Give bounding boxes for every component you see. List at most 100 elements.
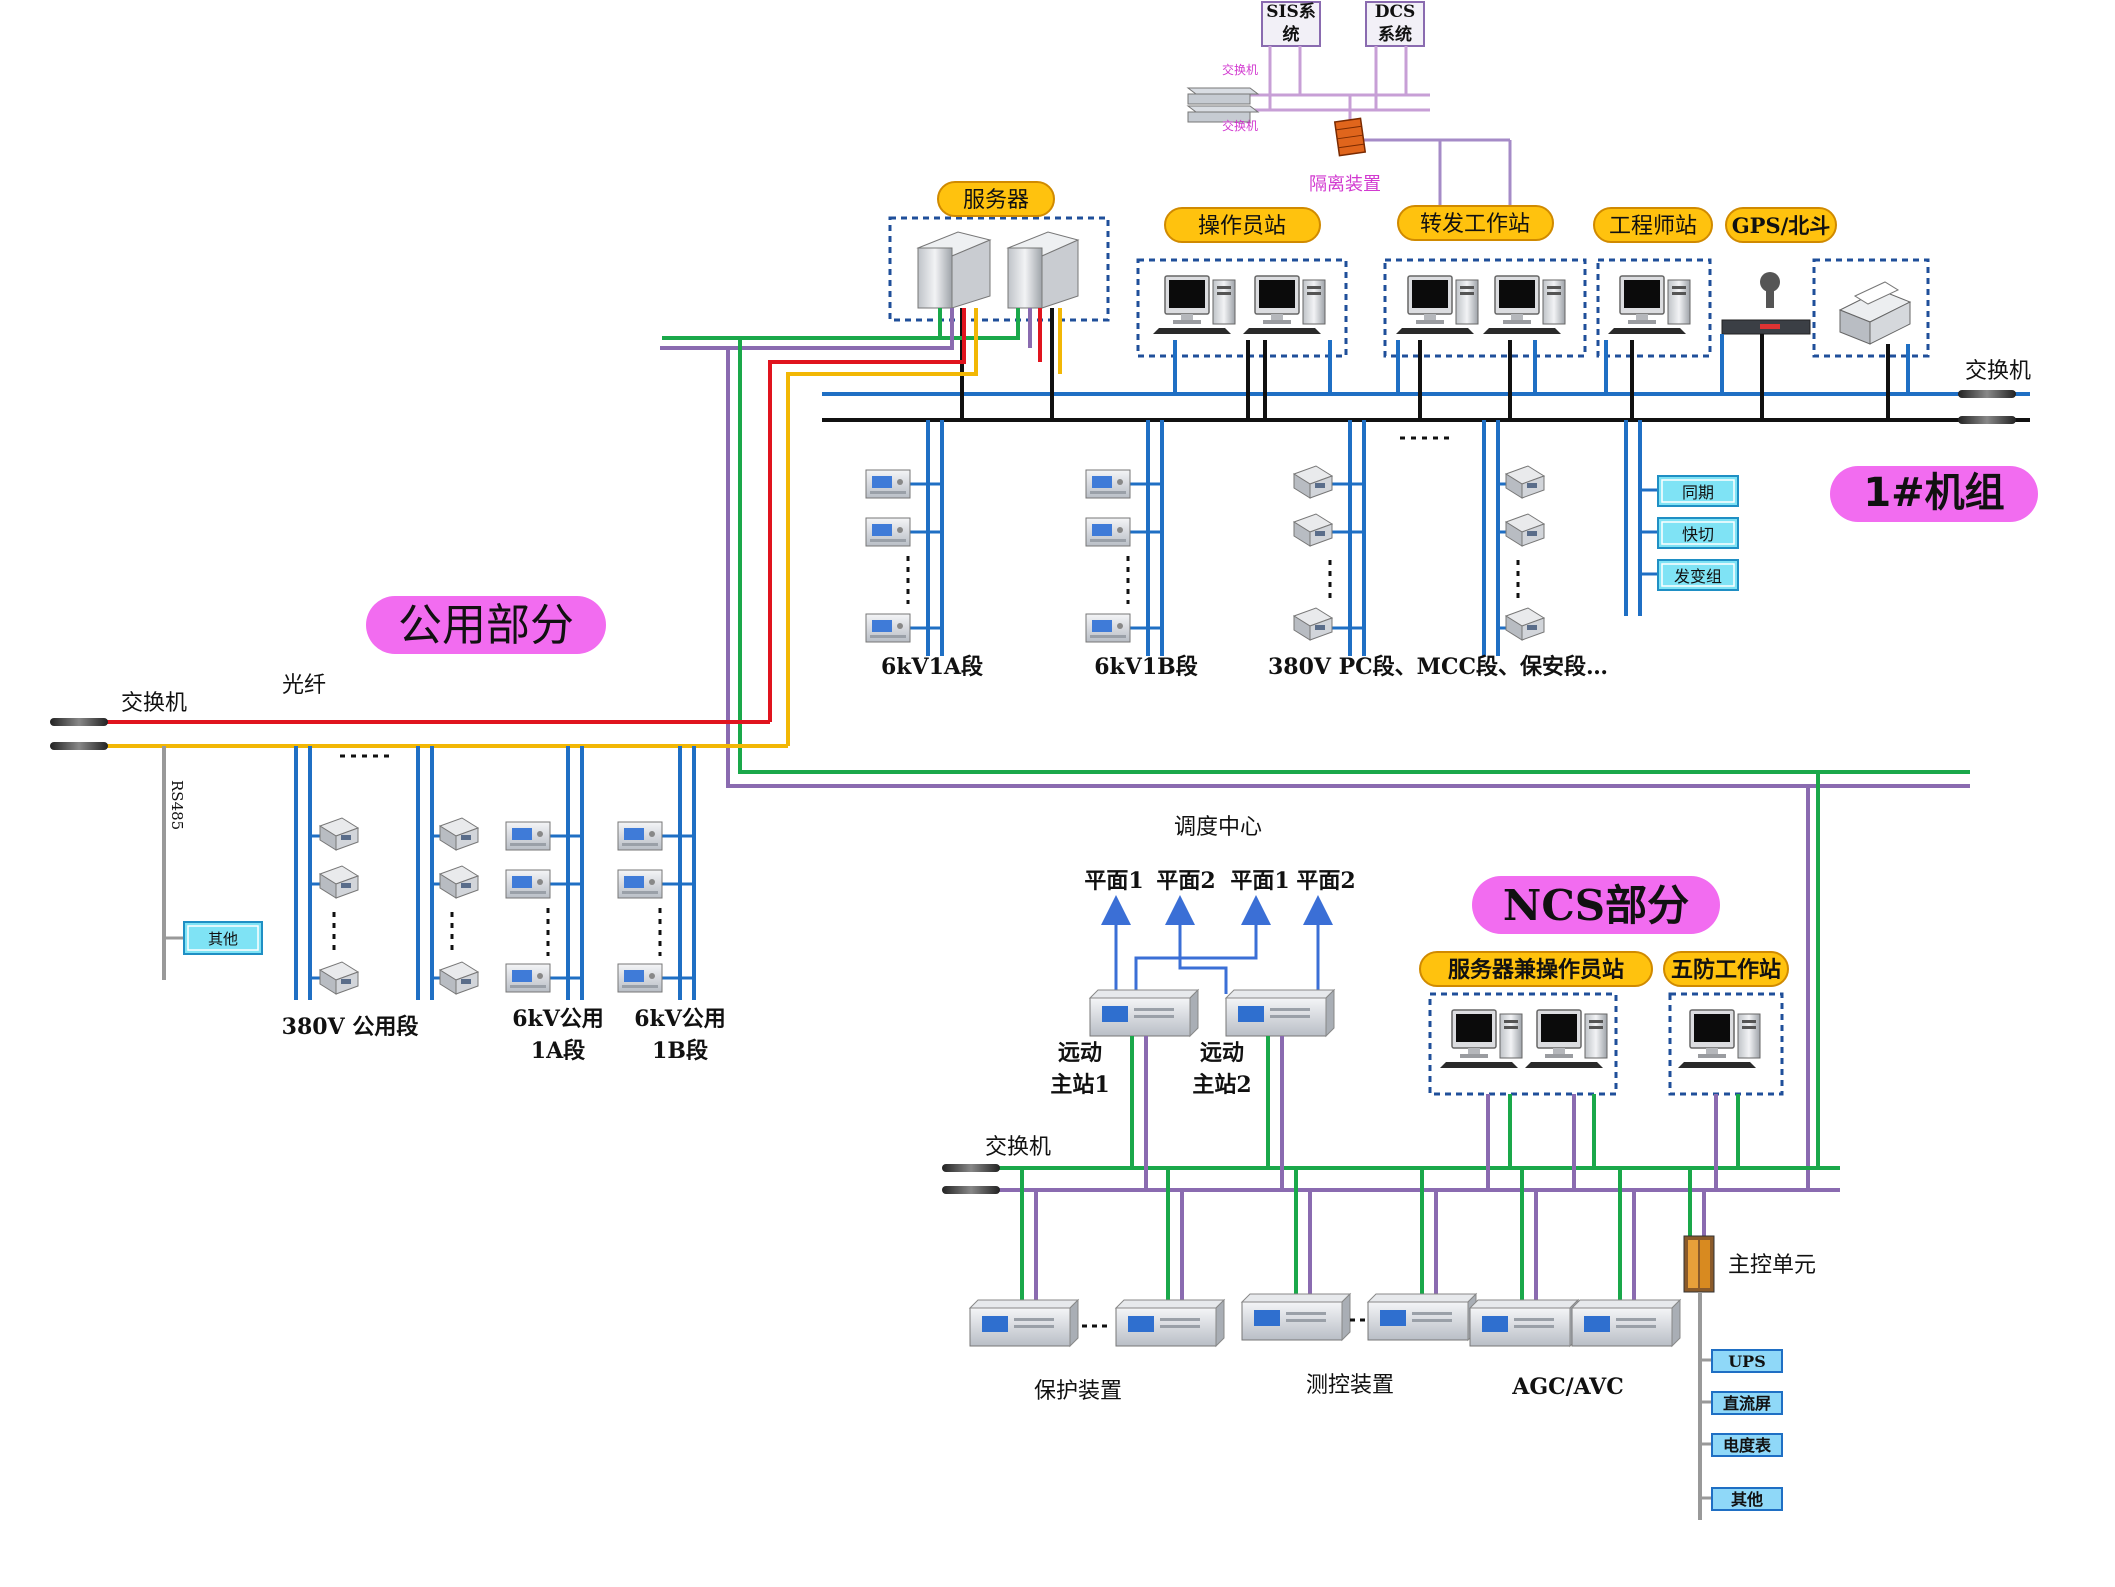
fiber-label: 光纤 [282,673,326,698]
measure-device-2-icon[interactable] [1367,1293,1477,1341]
6kv1a-relay-3-icon[interactable] [865,613,911,643]
common-380v-device-3-icon[interactable] [319,961,359,995]
ncs-server-pc-2-icon[interactable] [1524,1009,1608,1069]
meter-box[interactable] [1711,1433,1783,1457]
server-op-pill [1419,951,1653,987]
dcs-system-box[interactable] [1365,1,1425,47]
operator-pc-1-icon[interactable] [1152,275,1236,335]
common-380v-device-4-icon[interactable] [439,817,479,851]
380v-device-1-icon[interactable] [1293,465,1333,499]
agc-device-2-icon[interactable] [1571,1299,1681,1347]
relay-pc-2-icon[interactable] [1482,275,1566,335]
dc-panel-box[interactable] [1711,1391,1783,1415]
external-switches-icon [1186,87,1260,123]
gps-receiver-icon[interactable] [1721,272,1811,335]
external-switch-bottom-label: 交换机 [1222,118,1258,133]
rs485-label: RS485 [168,780,186,830]
common-switch-rod-1 [50,718,108,726]
rtu1-label-1: 远动 [1058,1040,1102,1066]
6kv1b-relay-3-icon[interactable] [1085,613,1131,643]
common-6kv1a-label-2: 1A段 [531,1038,585,1064]
seg-6kv1a-label: 6kV1A段 [881,654,983,680]
380v-device-3-icon[interactable] [1293,607,1333,641]
ncs-other-label: 其他 [1731,1490,1763,1509]
rtu-master-1-icon[interactable] [1089,989,1199,1037]
gps-label: GPS/北斗 [1732,213,1831,238]
common-6kv1a-relay-2-icon[interactable] [505,869,551,899]
server-label: 服务器 [963,188,1029,213]
firewall-icon [1333,117,1367,157]
unit1-switch-label: 交换机 [1965,359,2031,384]
common-380v-device-6-icon[interactable] [439,961,479,995]
mcc-device-1-icon[interactable] [1505,465,1545,499]
unit1-section: 交换机 服务器 操作员站 转发工作站 工程师站 [660,181,2038,746]
380v-device-2-icon[interactable] [1293,513,1333,547]
common-6kv1b-relay-2-icon[interactable] [617,869,663,899]
fastcut-label: 快切 [1682,525,1714,544]
measure-label: 测控装置 [1306,1373,1394,1398]
dcs-label-2: 系统 [1378,24,1412,45]
meter-label: 电度表 [1723,1436,1772,1455]
operator-pc-2-icon[interactable] [1242,275,1326,335]
printer-icon[interactable] [1838,281,1912,345]
ncs-switch-rod-purple [942,1186,1000,1194]
wufang-pc-icon[interactable] [1677,1009,1761,1069]
relay-pill [1397,205,1554,241]
6kv1b-relay-2-icon[interactable] [1085,517,1131,547]
common-other-box[interactable] [183,921,263,955]
ncs-section-pill [1472,876,1720,934]
engineer-label: 工程师站 [1609,214,1697,239]
protection-device-2-icon[interactable] [1115,1299,1225,1347]
unit1-switch-rod-blue [1958,390,2016,398]
server-op-label: 服务器兼操作员站 [1448,957,1624,983]
6kv1a-relay-1-icon[interactable] [865,469,911,499]
server-1-icon[interactable] [916,231,992,309]
measure-device-1-icon[interactable] [1241,1293,1351,1341]
server-2-icon[interactable] [1006,231,1080,309]
protection-device-1-icon[interactable] [969,1299,1079,1347]
rtu-master-2-icon[interactable] [1225,989,1335,1037]
sis-label-2: 统 [1283,24,1300,45]
sis-system-box[interactable] [1261,1,1321,47]
mcc-device-3-icon[interactable] [1505,607,1545,641]
rtu2-label-2: 主站2 [1192,1072,1251,1098]
common-section: 公用部分 交换机 光纤 RS485 其他 [50,596,788,1064]
trunk-lines [660,336,1970,1190]
common-6kv1a-relay-1-icon[interactable] [505,821,551,851]
plane2a-label: 平面2 [1156,868,1215,894]
dc-panel-label: 直流屏 [1723,1394,1771,1413]
common-6kv1b-relay-1-icon[interactable] [617,821,663,851]
ncs-other-box[interactable] [1711,1487,1783,1511]
relay-pc-1-icon[interactable] [1395,275,1479,335]
6kv1b-relay-1-icon[interactable] [1085,469,1131,499]
rtu1-label-2: 主站1 [1050,1072,1109,1098]
agc-device-1-icon[interactable] [1469,1299,1579,1347]
main-control-unit-icon[interactable] [1683,1235,1715,1293]
engineer-pc-icon[interactable] [1607,275,1691,335]
common-6kv1b-relay-3-icon[interactable] [617,963,663,993]
rtu2-label-1: 远动 [1200,1040,1244,1066]
common-380v-device-1-icon[interactable] [319,817,359,851]
engineer-group-box [1596,258,1712,358]
common-6kv1b-label-2: 1B段 [652,1038,708,1064]
sync-box[interactable] [1657,475,1739,507]
common-380v-label: 380V 公用段 [282,1014,419,1040]
common-380v-device-5-icon[interactable] [439,865,479,899]
main-ctrl-label: 主控单元 [1728,1253,1816,1278]
gentrans-box[interactable] [1657,559,1739,591]
agc-label: AGC/AVC [1511,1374,1623,1400]
6kv1a-relay-2-icon[interactable] [865,517,911,547]
sis-label-1: SIS系 [1266,2,1316,22]
printer-group-box [1812,258,1930,358]
fastcut-box[interactable] [1657,517,1739,549]
mcc-device-2-icon[interactable] [1505,513,1545,547]
operator-label: 操作员站 [1198,214,1286,239]
common-6kv1a-label-1: 6kV公用 [512,1006,604,1032]
ncs-server-pc-1-icon[interactable] [1439,1009,1523,1069]
common-6kv1a-relay-3-icon[interactable] [505,963,551,993]
common-switch-rod-2 [50,742,108,750]
ups-box[interactable] [1711,1349,1783,1373]
common-380v-device-2-icon[interactable] [319,865,359,899]
ncs-section-label: NCS部分 [1503,881,1689,930]
